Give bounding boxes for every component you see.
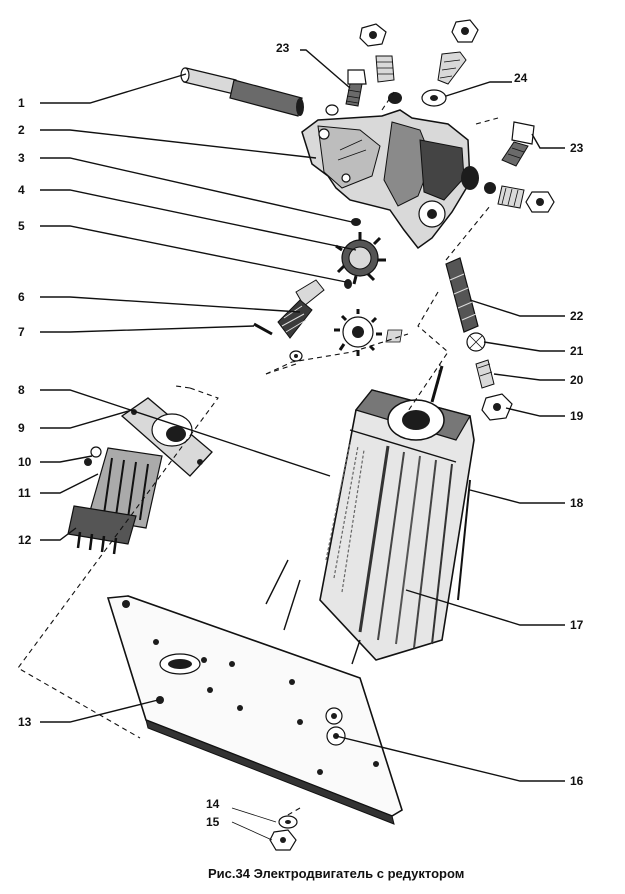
part-washer-21 <box>466 332 486 352</box>
callout-15: 15 <box>206 815 220 829</box>
part-gear-assembly <box>335 218 386 289</box>
part-connector <box>67 397 213 555</box>
part-nut-19 <box>481 393 513 421</box>
callout-13: 13 <box>18 715 32 729</box>
part-motor <box>265 365 475 665</box>
callout-23-top: 23 <box>276 41 290 55</box>
callout-labels: 1 2 3 4 5 6 7 8 9 10 11 12 13 14 15 16 1… <box>18 41 584 829</box>
callout-11: 11 <box>18 486 31 500</box>
leader-lines <box>40 49 565 841</box>
callout-16: 16 <box>570 774 584 788</box>
part-bolt-top <box>345 69 367 107</box>
part-washer-nut-bottom <box>269 815 298 851</box>
part-gearbox-housing <box>301 109 479 250</box>
callout-19: 19 <box>570 409 584 423</box>
callout-1: 1 <box>18 96 25 110</box>
part-worm-shaft <box>445 257 479 333</box>
callout-10: 10 <box>18 455 32 469</box>
part-mounting-plate <box>106 595 403 825</box>
callout-17: 17 <box>570 618 584 632</box>
callout-23-right: 23 <box>570 141 584 155</box>
callout-24: 24 <box>514 71 528 85</box>
callout-18: 18 <box>570 496 584 510</box>
callout-22: 22 <box>570 309 584 323</box>
part-worm-spring <box>253 279 325 362</box>
callout-20: 20 <box>570 373 584 387</box>
callout-4: 4 <box>18 183 25 197</box>
callout-12: 12 <box>18 533 32 547</box>
callout-14: 14 <box>206 797 220 811</box>
part-bolt-right <box>501 121 535 167</box>
part-small-gear <box>334 309 403 356</box>
callout-6: 6 <box>18 290 25 304</box>
callout-3: 3 <box>18 151 25 165</box>
callout-5: 5 <box>18 219 25 233</box>
assembly-guide-lines <box>17 91 499 817</box>
callout-7: 7 <box>18 325 25 339</box>
part-bushing-20 <box>475 359 495 389</box>
figure-caption: Рис.34 Электродвигатель с редуктором <box>208 866 464 881</box>
part-right-hardware <box>484 182 555 213</box>
part-top-hardware <box>325 19 479 116</box>
callout-2: 2 <box>18 123 25 137</box>
callout-8: 8 <box>18 383 25 397</box>
callout-9: 9 <box>18 421 25 435</box>
part-shaft-pin <box>180 67 304 117</box>
callout-21: 21 <box>570 344 584 358</box>
